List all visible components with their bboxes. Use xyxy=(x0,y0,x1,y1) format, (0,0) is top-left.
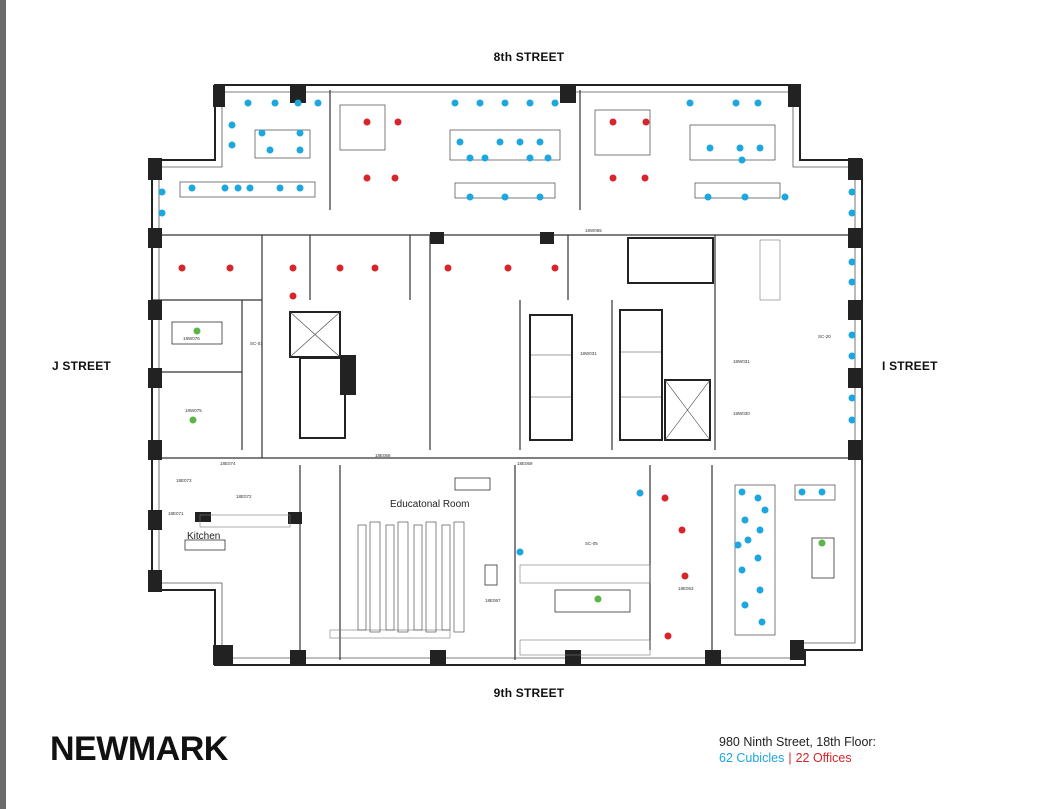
svg-text:18W030: 18W030 xyxy=(733,411,750,416)
newmark-logo: NEWMARK xyxy=(50,730,228,768)
svg-text:18E071: 18E071 xyxy=(168,511,184,516)
cubicle-count: 62 Cubicles xyxy=(719,751,785,765)
svg-text:18W031: 18W031 xyxy=(733,359,750,364)
svg-text:18W065: 18W065 xyxy=(585,228,602,233)
count-separator: | xyxy=(788,751,792,765)
building-outline xyxy=(151,84,863,666)
svg-text:18E053: 18E053 xyxy=(678,586,694,591)
svg-text:18E069: 18E069 xyxy=(517,461,533,466)
svg-text:18E072: 18E072 xyxy=(236,494,252,499)
svg-text:18E067: 18E067 xyxy=(485,598,501,603)
svg-text:SC-05: SC-05 xyxy=(585,541,598,546)
office-count: 22 Offices xyxy=(795,751,852,765)
svg-text:18E068: 18E068 xyxy=(375,453,391,458)
svg-text:SC-20: SC-20 xyxy=(818,334,831,339)
room-label-educational: Educatonal Room xyxy=(390,499,470,510)
svg-text:18W075: 18W075 xyxy=(185,408,202,413)
svg-text:18E073: 18E073 xyxy=(176,478,192,483)
street-label-east: I STREET xyxy=(882,359,938,373)
room-label-kitchen: Kitchen xyxy=(187,531,221,542)
street-label-north: 8th STREET xyxy=(493,50,565,64)
floor-counts: 62 Cubicles|22 Offices xyxy=(719,750,876,766)
svg-text:18W076: 18W076 xyxy=(183,336,200,341)
street-label-west: J STREET xyxy=(52,359,111,373)
floor-address: 980 Ninth Street, 18th Floor: xyxy=(719,735,877,749)
street-label-south: 9th STREET xyxy=(493,686,565,700)
floor-info: 980 Ninth Street, 18th Floor: 62 Cubicle… xyxy=(719,734,876,766)
svg-text:18W031: 18W031 xyxy=(580,351,597,356)
svg-text:SC-01: SC-01 xyxy=(250,341,263,346)
svg-text:18E074: 18E074 xyxy=(220,461,236,466)
left-edge-bar xyxy=(0,0,6,809)
